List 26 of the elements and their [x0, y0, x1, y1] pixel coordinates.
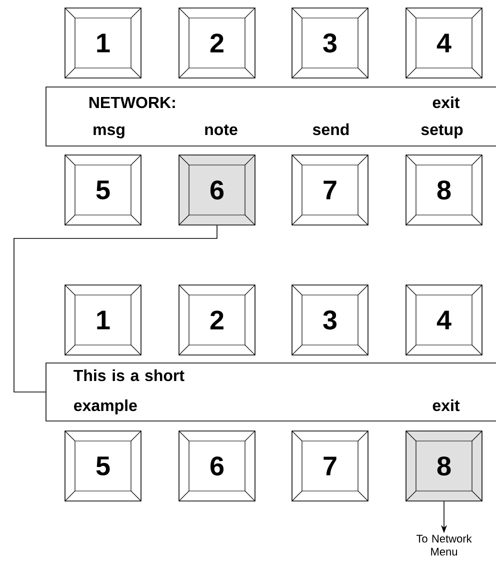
key-button: 2 — [178, 8, 256, 78]
key-button: 3 — [292, 284, 368, 356]
key-button: 6 — [178, 154, 256, 226]
soft-key-label: exit — [432, 399, 460, 412]
key-button: 5 — [64, 154, 142, 226]
key-button: 7 — [292, 430, 368, 502]
key-button: 1 — [64, 284, 142, 356]
key-button: 7 — [292, 154, 368, 226]
key-button: 4 — [406, 284, 482, 356]
soft-key-label: msg — [94, 126, 124, 138]
key-button: 4 — [406, 8, 482, 78]
key-button: 2 — [178, 284, 256, 356]
key-button: 1 — [64, 8, 142, 78]
key-button: 6 — [178, 430, 256, 502]
connector-line — [14, 225, 218, 392]
key-button: 8 — [406, 154, 482, 226]
soft-key-label: setup — [421, 124, 463, 138]
message-text: This is a short example — [74, 369, 184, 414]
key-button: 5 — [64, 430, 142, 502]
key-button: 3 — [292, 8, 368, 78]
soft-key-label: exit — [432, 96, 460, 108]
menu-note: To Network Menu — [416, 534, 472, 556]
key-button: 8 — [406, 430, 482, 502]
soft-key-label: NETWORK: — [89, 96, 175, 108]
soft-key-label: send — [312, 123, 349, 136]
soft-key-label: note — [205, 124, 238, 136]
